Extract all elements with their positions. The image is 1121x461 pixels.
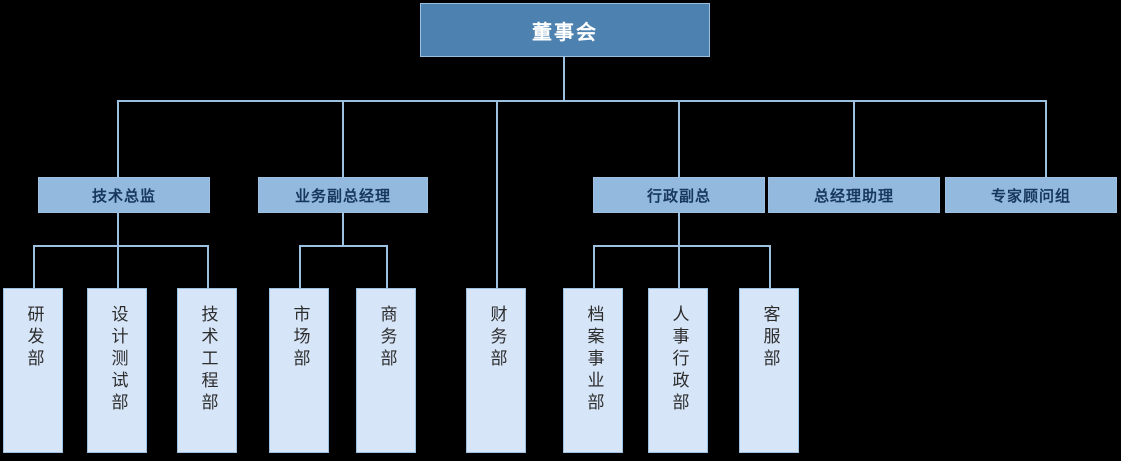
connector-bus-to-finance-dept	[496, 100, 498, 288]
node-business-dept[interactable]: 商务部	[356, 288, 416, 453]
node-hr-admin-dept[interactable]: 人事行政部	[648, 288, 708, 453]
node-tech-engineering-dept[interactable]: 技术工程部	[177, 288, 237, 453]
connector-to-marketing-dept	[299, 245, 301, 288]
connector-to-business-dept	[386, 245, 388, 288]
connector-business-vp-bar	[299, 245, 387, 247]
node-label: 行政副总	[646, 186, 711, 205]
node-label: 财务部	[486, 305, 507, 371]
connector-root-stem	[563, 57, 565, 101]
connector-admin-vp-bar	[593, 245, 770, 247]
connector-admin-vp-stem	[678, 212, 680, 246]
node-label: 市场部	[289, 305, 310, 371]
node-label: 技术总监	[91, 186, 156, 205]
connector-to-archives-division	[593, 245, 595, 288]
connector-tech-director-bar	[33, 245, 209, 247]
node-board-of-directors[interactable]: 董事会	[420, 3, 710, 57]
connector-to-tech-engineering-dept	[207, 245, 209, 288]
node-label: 业务副总经理	[294, 186, 391, 205]
node-label: 研发部	[23, 305, 44, 371]
connector-to-hr-admin-dept	[678, 245, 680, 288]
connector-bus-to-gm-assistant	[853, 100, 855, 177]
connector-to-rd-dept	[33, 245, 35, 288]
node-label: 专家顾问组	[990, 186, 1071, 205]
node-rd-dept[interactable]: 研发部	[3, 288, 63, 453]
node-gm-assistant[interactable]: 总经理助理	[768, 177, 940, 213]
connector-bus-to-business-vp	[342, 100, 344, 177]
node-label: 设计测试部	[107, 305, 128, 415]
node-archives-division[interactable]: 档案事业部	[563, 288, 623, 453]
connector-tech-director-stem	[117, 212, 119, 246]
node-expert-advisory-group[interactable]: 专家顾问组	[945, 177, 1117, 213]
node-label: 人事行政部	[668, 305, 689, 415]
node-business-vp[interactable]: 业务副总经理	[258, 177, 428, 213]
node-label: 客服部	[759, 305, 780, 371]
node-customer-service-dept[interactable]: 客服部	[739, 288, 799, 453]
node-tech-director[interactable]: 技术总监	[38, 177, 210, 213]
connector-business-vp-stem	[342, 212, 344, 246]
connector-to-design-test-dept	[117, 245, 119, 288]
node-label: 商务部	[376, 305, 397, 371]
node-marketing-dept[interactable]: 市场部	[269, 288, 329, 453]
connector-bus-to-admin-vp	[678, 100, 680, 177]
node-finance-dept[interactable]: 财务部	[466, 288, 526, 453]
connector-main-bus	[117, 100, 1046, 102]
connector-bus-to-tech-director	[117, 100, 119, 177]
node-label: 董事会	[532, 19, 598, 44]
node-label: 档案事业部	[583, 305, 604, 415]
node-design-test-dept[interactable]: 设计测试部	[87, 288, 147, 453]
node-label: 技术工程部	[197, 305, 218, 415]
node-label: 总经理助理	[813, 186, 894, 205]
connector-bus-to-expert-group	[1045, 100, 1047, 177]
node-admin-vp[interactable]: 行政副总	[593, 177, 765, 213]
connector-to-customer-service-dept	[769, 245, 771, 288]
